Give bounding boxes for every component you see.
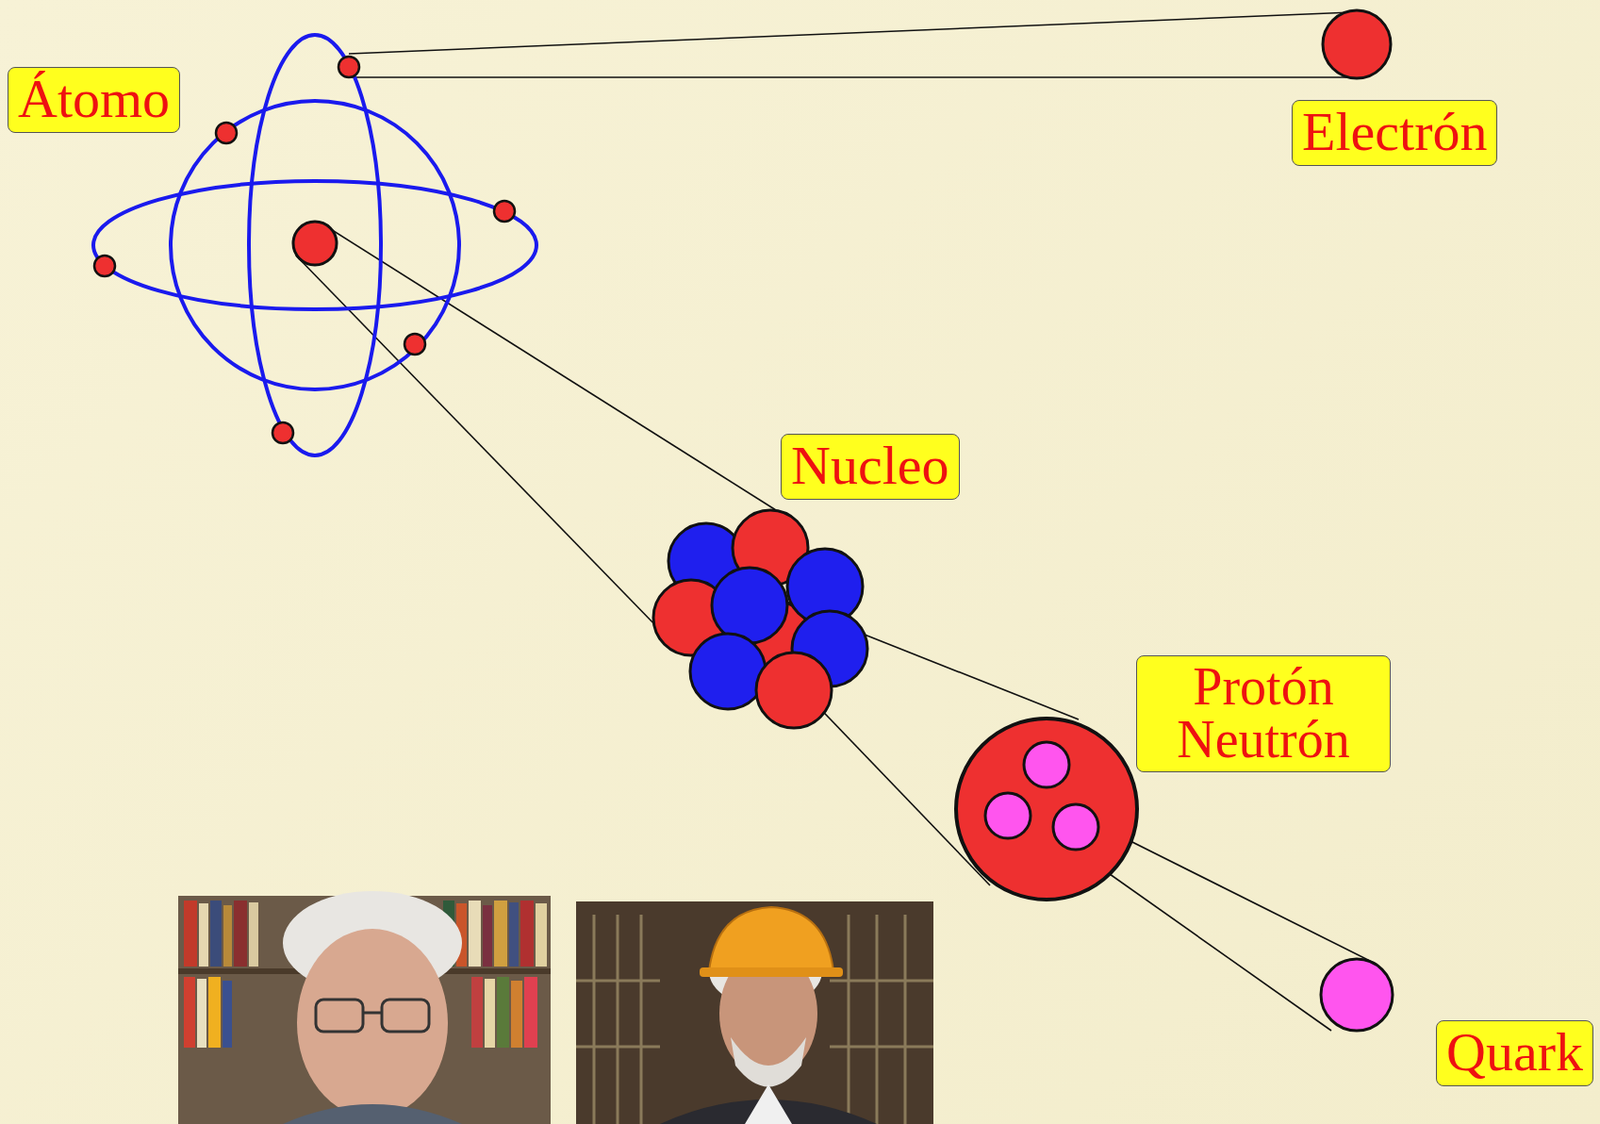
- photo: [178, 890, 551, 1124]
- quark-dot: [985, 792, 1031, 839]
- electron-dot: [215, 122, 237, 144]
- label-text: Protón Neutrón: [1146, 659, 1381, 766]
- electron-dot: [494, 200, 515, 222]
- proton-figure: [956, 718, 1138, 900]
- nucleon: [756, 652, 832, 728]
- zoom-line: [348, 12, 1353, 54]
- label-box: Átomo: [7, 66, 181, 133]
- shirt: [744, 1084, 792, 1124]
- photo: [576, 901, 934, 1124]
- proton-circle: [956, 718, 1138, 900]
- photo-frame: [178, 895, 551, 1124]
- orbit: [248, 34, 381, 456]
- electron-dot: [272, 422, 294, 444]
- label-box: Electrón: [1291, 99, 1498, 166]
- zoom-line: [296, 255, 659, 628]
- helmet: [709, 907, 834, 972]
- orbit: [93, 181, 537, 310]
- photo-frame: [576, 901, 934, 1124]
- quark-circle: [1320, 958, 1393, 1031]
- atom-nucleus: [293, 221, 337, 265]
- nucleus-figure: [653, 510, 868, 728]
- label-box: Quark: [1435, 1020, 1594, 1087]
- face: [296, 928, 448, 1118]
- label-text: Quark: [1446, 1024, 1584, 1080]
- quark-dot: [1053, 804, 1099, 850]
- electron-dot: [404, 333, 426, 355]
- electron-dot: [338, 56, 360, 78]
- electron-circle: [1322, 10, 1391, 79]
- zoom-lines: [296, 12, 1378, 1031]
- label-box: Nucleo: [780, 433, 960, 500]
- label-text: Nucleo: [791, 438, 950, 494]
- electron-dot: [94, 255, 116, 277]
- label-text: Electrón: [1302, 104, 1487, 160]
- glasses: [315, 999, 429, 1032]
- quark-dot: [1023, 742, 1070, 788]
- zoom-line: [348, 76, 1358, 79]
- label-text: Átomo: [17, 71, 170, 127]
- helmet-brim: [699, 967, 843, 977]
- nucleon: [690, 633, 766, 710]
- orbit: [170, 100, 460, 390]
- shirt: [282, 1104, 462, 1124]
- label-box: Protón Neutrón: [1136, 655, 1391, 773]
- nucleon: [711, 567, 788, 644]
- beard: [730, 1037, 807, 1088]
